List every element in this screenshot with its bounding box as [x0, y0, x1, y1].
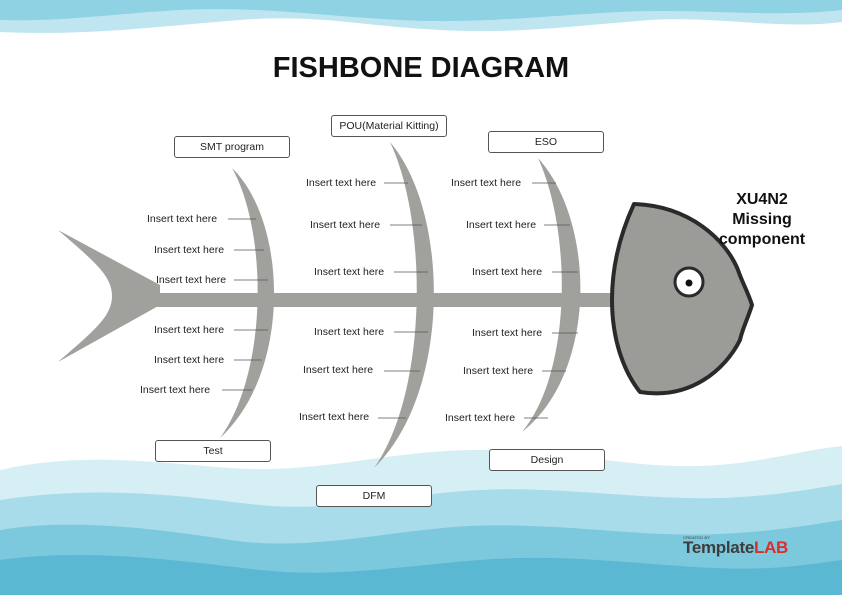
effect-line: Missing: [732, 211, 792, 228]
cause-label[interactable]: Insert text here: [299, 411, 370, 423]
templatelab-logo: CREATED BY TemplateLAB: [683, 535, 788, 558]
top-wave-front: [0, 0, 842, 22]
cause-label[interactable]: Insert text here: [154, 354, 225, 366]
cause-connector-lines: [222, 182, 578, 419]
brand-name-lab: LAB: [753, 538, 789, 557]
brand-name: TemplateLAB: [683, 538, 788, 557]
rib-bone-3: [522, 158, 581, 432]
cause-label[interactable]: Insert text here: [147, 213, 218, 225]
cause-label[interactable]: Insert text here: [445, 412, 516, 424]
cause-label[interactable]: Insert text here: [472, 266, 543, 278]
cause-label[interactable]: Insert text here: [303, 364, 374, 376]
bottom-wave-decoration: [0, 446, 842, 595]
fish-spine: [150, 293, 620, 307]
category-box-smt-program[interactable]: SMT program: [174, 136, 290, 158]
fish-head: [610, 202, 754, 396]
category-box-dfm[interactable]: DFM: [316, 485, 432, 507]
top-wave-decoration: [0, 0, 842, 33]
cause-label[interactable]: Insert text here: [466, 219, 537, 231]
cause-label[interactable]: Insert text here: [156, 274, 227, 286]
fish-tail: [58, 230, 160, 362]
cause-label[interactable]: Insert text here: [451, 177, 522, 189]
cause-label[interactable]: Insert text here: [306, 177, 377, 189]
cause-label[interactable]: Insert text here: [310, 219, 381, 231]
category-box-design[interactable]: Design: [489, 449, 605, 471]
cause-label[interactable]: Insert text here: [154, 244, 225, 256]
category-box-eso[interactable]: ESO: [488, 131, 604, 153]
rib-bone-2: [374, 142, 434, 468]
category-box-pou[interactable]: POU(Material Kitting): [331, 115, 447, 137]
effect-line: XU4N2: [736, 191, 788, 208]
rib-bone-1: [220, 168, 275, 438]
category-box-test[interactable]: Test: [155, 440, 271, 462]
cause-label[interactable]: Insert text here: [472, 327, 543, 339]
effect-line: component: [718, 231, 806, 248]
fish-eye-pupil: [685, 279, 693, 287]
cause-label[interactable]: Insert text here: [154, 324, 225, 336]
cause-label[interactable]: Insert text here: [314, 266, 385, 278]
bottom-wave-4: [0, 554, 842, 595]
cause-label[interactable]: Insert text here: [140, 384, 211, 396]
fish-head-shape: [610, 202, 754, 396]
brand-name-template: Template: [683, 538, 754, 557]
page-title: FISHBONE DIAGRAM: [272, 52, 570, 84]
cause-label[interactable]: Insert text here: [463, 365, 534, 377]
cause-label[interactable]: Insert text here: [314, 326, 385, 338]
brand-created-by: CREATED BY: [683, 535, 711, 540]
effect-label[interactable]: XU4N2 Missing component: [700, 190, 824, 250]
